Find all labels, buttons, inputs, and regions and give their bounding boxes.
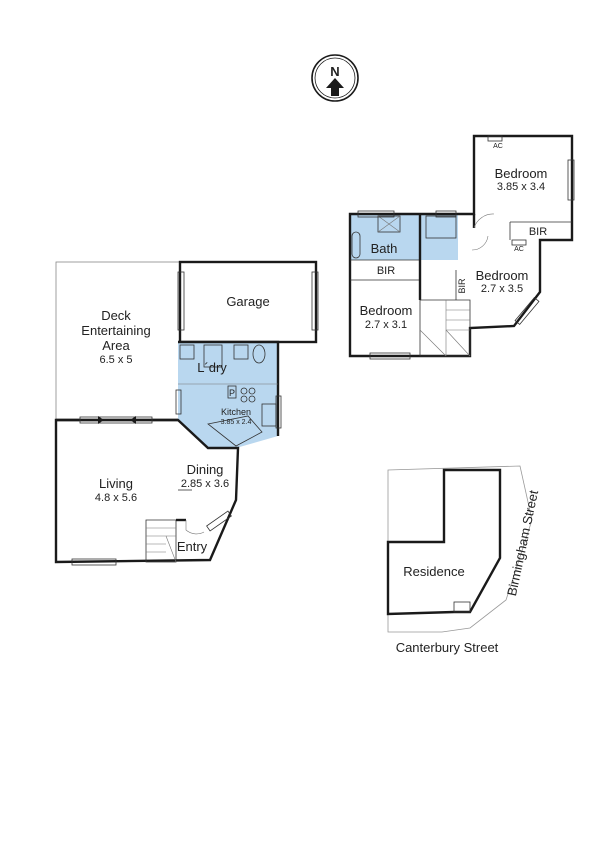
ac-unit-right bbox=[511, 239, 527, 246]
bedroom-right-window bbox=[514, 297, 540, 325]
door-swing bbox=[471, 235, 489, 251]
cooktop-icon bbox=[248, 387, 256, 395]
living-walls bbox=[54, 418, 240, 564]
deck-sliding-door bbox=[79, 416, 153, 424]
ground-floor bbox=[54, 260, 319, 566]
kitchen-label: Kitchen bbox=[221, 407, 251, 417]
bedroom-left-label: Bedroom bbox=[360, 303, 413, 318]
slider-arrow-icon bbox=[130, 416, 136, 424]
bath-window bbox=[357, 210, 395, 218]
garage-window-right bbox=[311, 271, 319, 331]
compass-inner-ring bbox=[314, 57, 356, 99]
living-window bbox=[71, 558, 117, 566]
dining-dims: 2.85 x 3.6 bbox=[181, 478, 229, 490]
deck-dims: 6.5 x 5 bbox=[99, 354, 132, 366]
residence-label: Residence bbox=[403, 564, 464, 579]
bir-left-label: BIR bbox=[377, 265, 395, 277]
bedroom-left-window bbox=[369, 352, 411, 360]
bedroom-main-dims: 3.85 x 3.4 bbox=[497, 181, 545, 193]
bedroom-left-dims: 2.7 x 3.1 bbox=[365, 319, 407, 331]
kitchen-island bbox=[207, 415, 263, 447]
kitchen-window bbox=[175, 389, 182, 415]
garage-window-left bbox=[177, 271, 185, 331]
deck-label-3: Area bbox=[102, 338, 130, 353]
bathtub-icon bbox=[351, 231, 361, 259]
deck-label-2: Entertaining bbox=[81, 323, 150, 338]
laundry-label: L´dry bbox=[197, 360, 227, 375]
entry-door-swing bbox=[185, 520, 205, 535]
ac-unit-top bbox=[487, 135, 503, 142]
door-swing bbox=[473, 213, 495, 229]
bath-fill bbox=[350, 214, 458, 260]
vanity-icon bbox=[425, 215, 457, 239]
slider-arrow-icon bbox=[98, 416, 104, 424]
bir-right-label: BIR bbox=[529, 226, 547, 238]
bedroom-right-label: Bedroom bbox=[476, 268, 529, 283]
site-plan bbox=[386, 465, 533, 633]
bedroom-main-window bbox=[567, 159, 575, 201]
ac-top-label: AC bbox=[493, 143, 503, 150]
residence-footprint bbox=[386, 468, 502, 616]
kitchen-dims: 3.85 x 2.4 bbox=[221, 419, 252, 426]
compass-letter: N bbox=[330, 64, 339, 79]
laundry-tub bbox=[179, 344, 195, 360]
ac-right-label: AC bbox=[514, 246, 524, 253]
staircase bbox=[145, 519, 177, 563]
first-floor bbox=[348, 134, 575, 360]
deck-label-1: Deck bbox=[101, 308, 131, 323]
labels: Deck Entertaining Area 6.5 x 5 Garage L´… bbox=[81, 143, 547, 655]
pantry-label: P bbox=[229, 388, 235, 398]
dining-window bbox=[206, 510, 232, 532]
residence-step bbox=[453, 601, 471, 613]
kitchen-window-right bbox=[275, 395, 282, 429]
site-boundary bbox=[387, 465, 533, 633]
compass: N bbox=[311, 54, 359, 102]
entry-label: Entry bbox=[177, 539, 208, 554]
laundry-walls bbox=[178, 340, 280, 436]
bath-label: Bath bbox=[371, 241, 398, 256]
bath-window-right bbox=[435, 210, 457, 218]
garage-label: Garage bbox=[226, 294, 269, 309]
laundry-basin bbox=[233, 344, 249, 360]
bedroom-main-label: Bedroom bbox=[495, 166, 548, 181]
bedroom-right-dims: 2.7 x 3.5 bbox=[481, 283, 523, 295]
laundry-cabinet bbox=[203, 344, 223, 368]
shower-cross bbox=[377, 215, 401, 233]
north-arrow-icon bbox=[326, 78, 344, 96]
bir-stair-label: BIR bbox=[457, 278, 467, 294]
dining-label: Dining bbox=[187, 462, 224, 477]
pantry-box bbox=[227, 385, 237, 399]
birmingham-street-label: Birmingham Street bbox=[504, 488, 541, 597]
living-label: Living bbox=[99, 476, 133, 491]
cooktop-icon bbox=[240, 387, 248, 395]
shower-icon bbox=[377, 215, 401, 233]
staircase-upper bbox=[419, 299, 471, 357]
canterbury-street-label: Canterbury Street bbox=[396, 640, 499, 655]
living-dims: 4.8 x 5.6 bbox=[95, 492, 137, 504]
cooktop-icon bbox=[248, 395, 256, 403]
cooktop-icon bbox=[240, 395, 248, 403]
toilet-icon bbox=[252, 344, 266, 364]
